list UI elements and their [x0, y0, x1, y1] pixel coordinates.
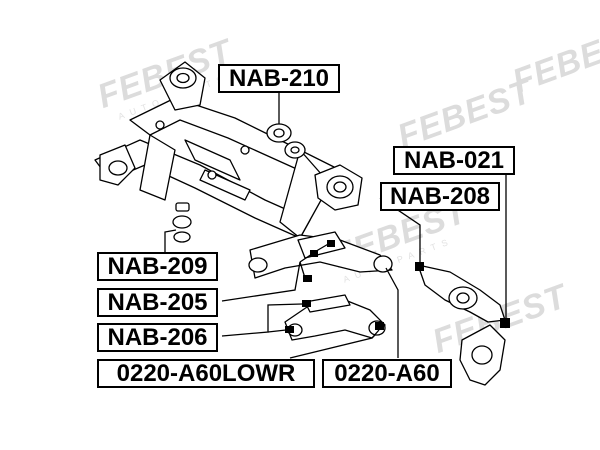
nab-206-link [304, 294, 351, 313]
label-nab-205: NAB-205 [97, 288, 218, 317]
toe-link [297, 231, 346, 259]
bushing-nab-205 [303, 275, 312, 282]
bushing-nab-206 [302, 300, 311, 307]
label-0220-a60: 0220-A60 [322, 359, 452, 388]
leader-nab-209 [164, 229, 177, 252]
label-0220-a60lowr: 0220-A60LOWR [97, 359, 315, 388]
bushing-nab-208 [415, 262, 424, 271]
bushing-lowr [375, 322, 384, 330]
leader-nab-205-b [299, 242, 331, 263]
leader-nab-206-b [267, 329, 287, 333]
subframe-left-rail [139, 134, 176, 201]
mount-nab-209-bushing [172, 215, 192, 229]
label-nab-206: NAB-206 [97, 323, 218, 352]
label-nab-208: NAB-208 [380, 182, 500, 211]
leader-nab-206 [221, 303, 303, 337]
label-nab-210: NAB-210 [218, 64, 340, 93]
leader-a60 [385, 267, 399, 358]
leader-nab-205 [221, 261, 306, 302]
label-nab-021: NAB-021 [393, 146, 515, 175]
label-nab-209: NAB-209 [97, 252, 218, 281]
mount-nab-209-washer-top [175, 202, 190, 212]
bushing-nab-021 [500, 318, 510, 328]
mount-nab-209-washer-bottom [173, 231, 191, 243]
leader-lowr [289, 329, 380, 359]
